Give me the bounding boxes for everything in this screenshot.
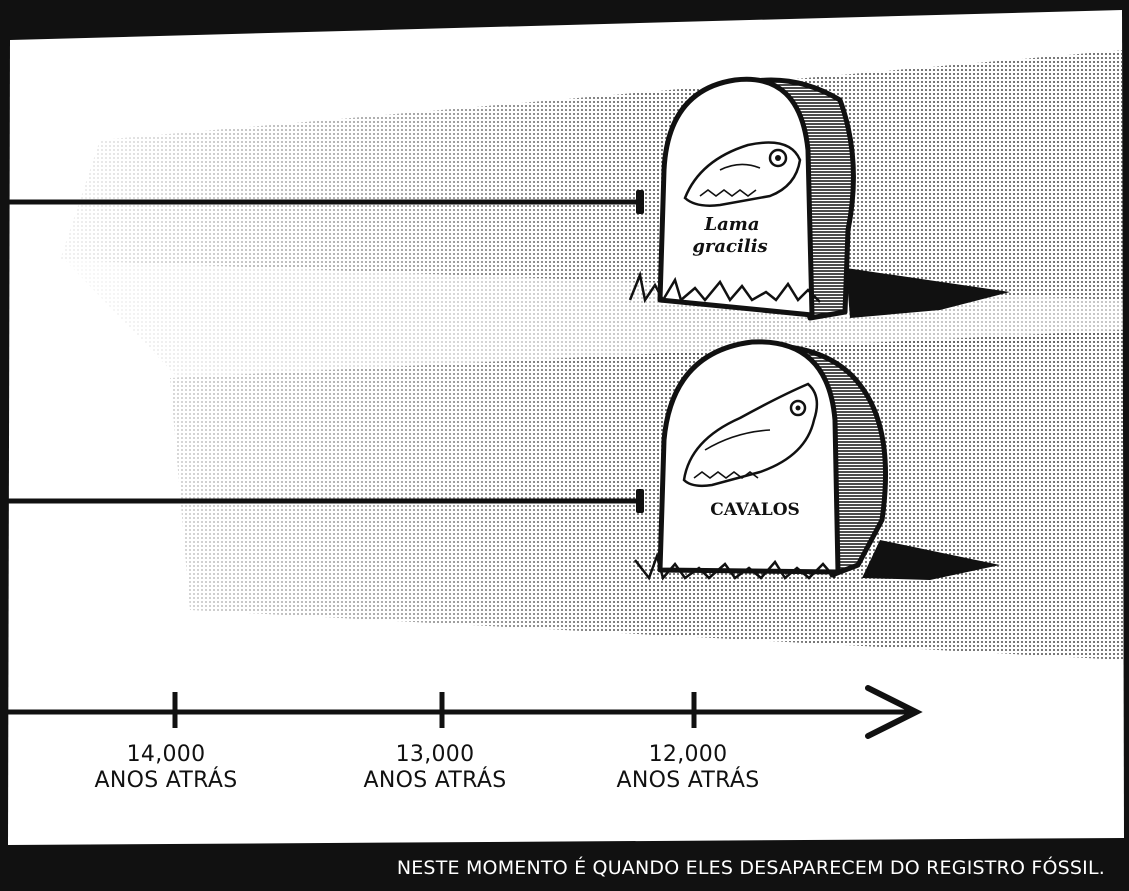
- axis-label-value: 13,000: [315, 742, 555, 768]
- axis-label-value: 14,000: [46, 742, 286, 768]
- axis-label-value: 12,000: [568, 742, 808, 768]
- tombstone-label: CAVALOS: [710, 500, 800, 520]
- axis-label-unit: ANOS ATRÁS: [315, 768, 555, 794]
- axis-label-unit: ANOS ATRÁS: [46, 768, 286, 794]
- tombstone-label-line2: gracilis: [692, 236, 767, 257]
- axis-label-12000: 12,000 ANOS ATRÁS: [568, 742, 808, 794]
- axis-label-unit: ANOS ATRÁS: [568, 768, 808, 794]
- axis-label-13000: 13,000 ANOS ATRÁS: [315, 742, 555, 794]
- axis-label-14000: 14,000 ANOS ATRÁS: [46, 742, 286, 794]
- tombstone-label-line1: Lama: [703, 214, 759, 235]
- panel-caption: NESTE MOMENTO É QUANDO ELES DESAPARECEM …: [397, 857, 1105, 879]
